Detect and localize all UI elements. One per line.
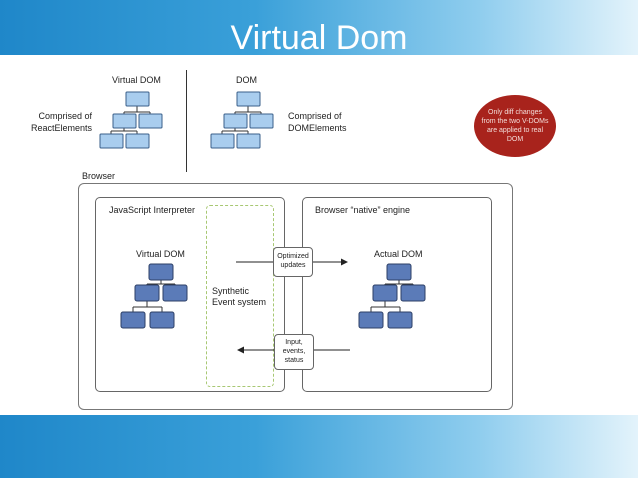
synthetic-event-box <box>206 205 274 387</box>
synthetic-line1: Synthetic <box>212 286 250 296</box>
tree-node <box>358 311 384 329</box>
browser-label: Browser <box>82 171 116 181</box>
tree-node <box>387 311 413 329</box>
tree-node <box>210 133 235 149</box>
note-line: are applied to real <box>486 127 544 134</box>
tree-node <box>400 284 426 302</box>
tree-node <box>99 133 124 149</box>
right-desc-line1: Comprised of <box>288 111 342 121</box>
note-line: Only diff changes <box>488 109 542 116</box>
right-desc-line2: DOMElements <box>288 123 347 133</box>
tree-node <box>125 133 150 149</box>
js-interpreter-label: JavaScript Interpreter <box>109 205 196 215</box>
js-interpreter-box <box>95 197 285 392</box>
tree-node <box>149 311 175 329</box>
top-banner <box>0 0 638 60</box>
tree-node <box>148 263 174 281</box>
tree-node <box>120 311 146 329</box>
inner-virtual-dom-tree <box>120 263 188 329</box>
tree-node <box>236 91 261 107</box>
synthetic-line2: Event system <box>212 297 267 307</box>
actual-dom-tree <box>358 263 426 329</box>
top-dom-label: DOM <box>236 75 257 85</box>
tree-node <box>162 284 188 302</box>
divider-line <box>186 70 187 172</box>
tree-node <box>223 113 248 129</box>
inner-virtual-dom-label: Virtual DOM <box>136 249 185 259</box>
tree-node <box>138 113 163 129</box>
optimized-line2: updates <box>280 262 306 269</box>
actual-dom-label: Actual DOM <box>374 249 423 259</box>
native-engine-label: Browser “native” engine <box>315 205 411 215</box>
tree-node <box>112 113 137 129</box>
input-line3: status <box>284 357 304 364</box>
top-virtual-dom-tree <box>99 91 163 149</box>
optimized-line1: Optimized <box>277 253 309 260</box>
optimized-updates-box: Optimized updates <box>273 247 313 277</box>
note-line: from the two V-DOMs <box>481 118 549 125</box>
slide-title: Virtual Dom <box>230 19 408 57</box>
tree-node <box>236 133 261 149</box>
tree-node <box>249 113 274 129</box>
tree-node <box>386 263 412 281</box>
note-oval: Only diff changes from the two V-DOMs ar… <box>474 95 556 157</box>
input-events-box: Input, events, status <box>274 334 314 370</box>
tree-node <box>125 91 150 107</box>
top-dom-tree <box>210 91 274 149</box>
tree-node <box>134 284 160 302</box>
left-desc-line2: ReactElements <box>30 123 92 133</box>
left-desc-line1: Comprised of <box>38 111 92 121</box>
input-line1: Input, <box>285 339 303 346</box>
top-virtual-dom-label: Virtual DOM <box>112 75 161 85</box>
note-line: DOM <box>506 136 524 143</box>
bottom-banner <box>0 415 638 478</box>
tree-node <box>372 284 398 302</box>
input-line2: events, <box>282 348 306 355</box>
